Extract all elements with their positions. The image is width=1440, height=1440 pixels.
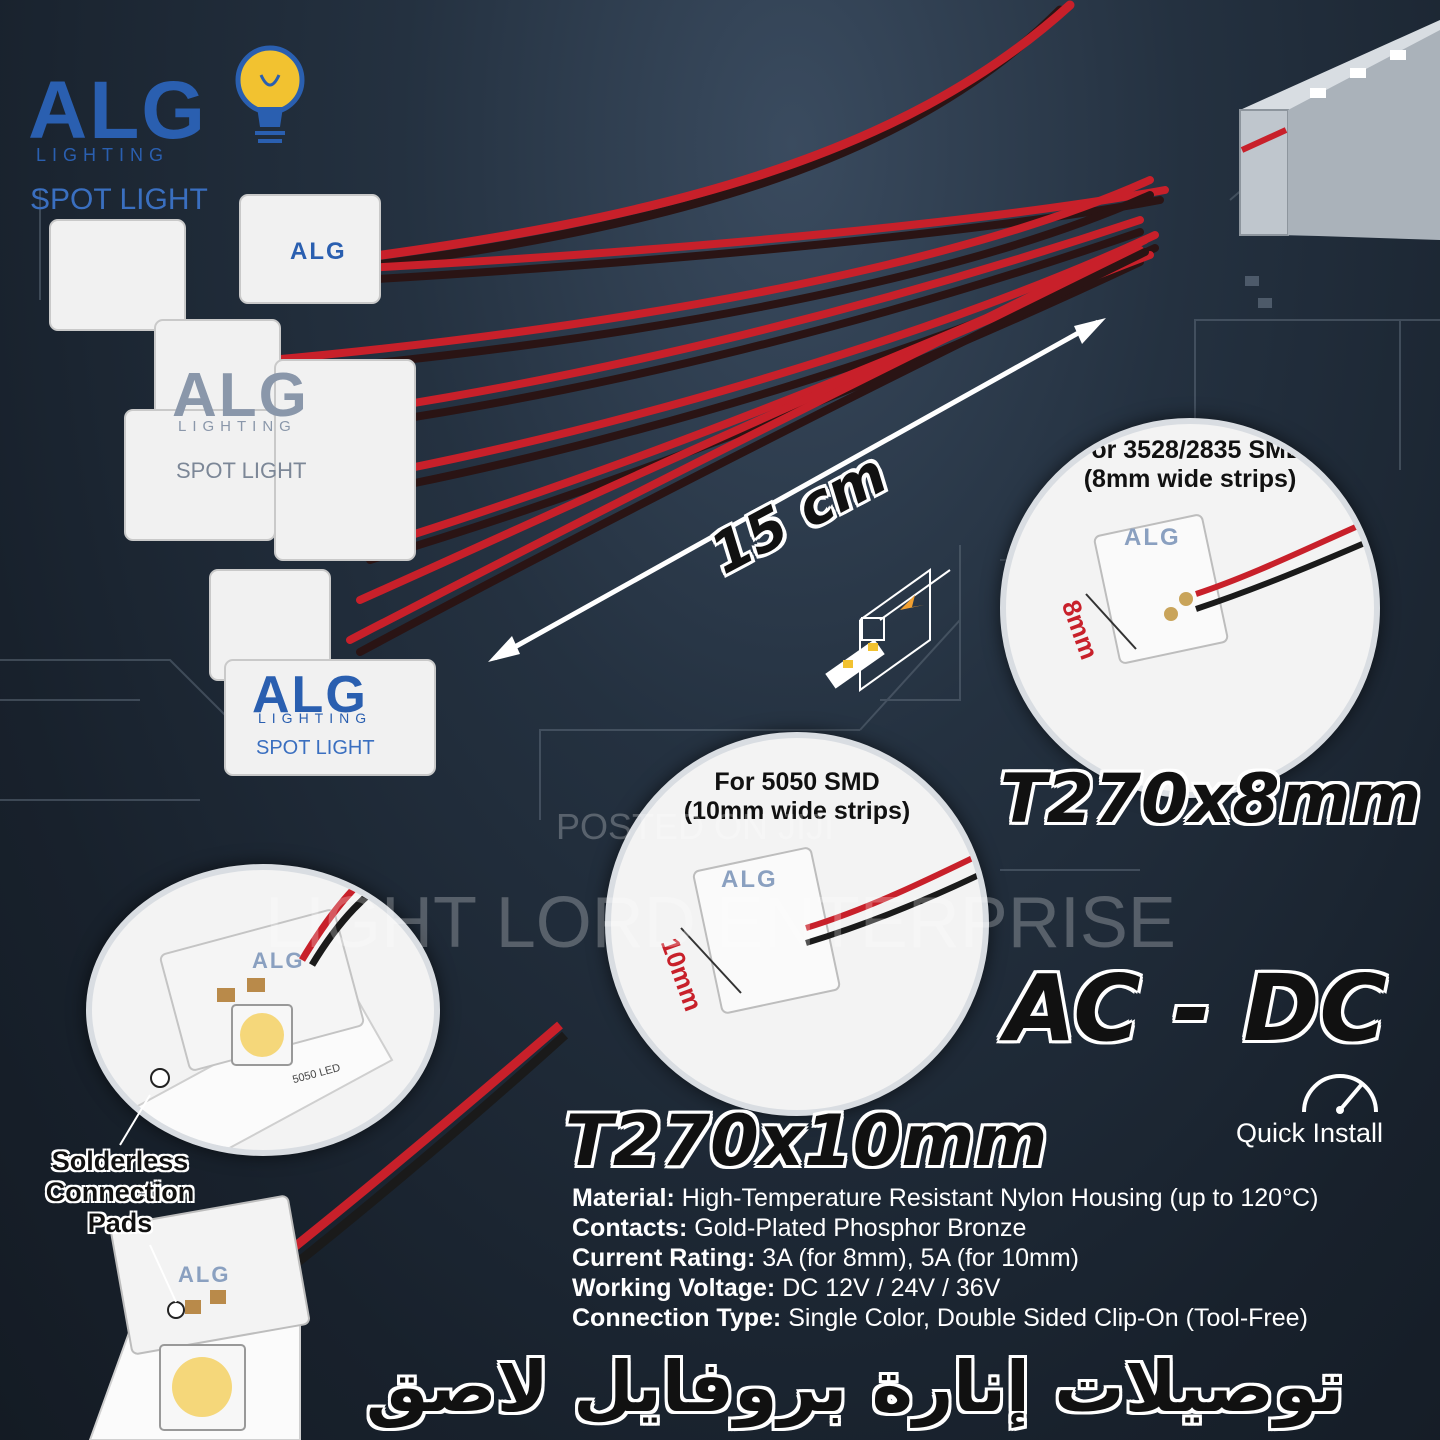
arabic-title: توصيلات إنارة بروفايل لاصق <box>365 1346 1345 1428</box>
strip-detail-drawing <box>110 870 395 1150</box>
solderless-line2: Connection <box>45 1177 195 1207</box>
brand-logo: ALG <box>28 65 208 156</box>
spec-current-value: 3A (for 8mm), 5A (for 10mm) <box>755 1244 1080 1272</box>
caption-10mm-line2: (10mm wide strips) <box>683 797 911 825</box>
watermark-shop: LIGHT LORD ENTERPRISE <box>265 883 1176 963</box>
spec-connection-label: Connection Type: <box>572 1304 782 1332</box>
spec-contacts: Contacts: Gold-Plated Phosphor Bronze <box>572 1214 1026 1244</box>
bulb-icon <box>225 35 315 160</box>
clip-logo-mid-sub: LIGHTING <box>178 418 297 435</box>
speedometer-icon <box>1298 1066 1382 1121</box>
spec-current-label: Current Rating: <box>572 1244 756 1272</box>
clip-tagline-mid: SPOT LIGHT <box>176 458 307 483</box>
watermark-posted: POSTED ON JIJI <box>556 806 835 847</box>
circle-detail-strip: ALG 5050 LED <box>86 864 440 1156</box>
clip-8mm-logo: ALG <box>1124 524 1181 551</box>
caption-8mm-line1: For 3528/2835 SMD <box>1076 436 1304 464</box>
clip-logo-bottom: ALG <box>252 666 368 724</box>
spec-connection: Connection Type: Single Color, Double Si… <box>572 1304 1308 1334</box>
spec-connection-value: Single Color, Double Sided Clip-On (Tool… <box>781 1304 1308 1332</box>
clip-logo-small: ALG <box>290 238 347 265</box>
strip-clip-logo: ALG <box>252 948 305 973</box>
spec-contacts-label: Contacts: <box>572 1214 688 1242</box>
model-10mm-label: T270x10mm <box>565 1100 1048 1182</box>
spec-material-label: Material: <box>572 1184 675 1212</box>
solderless-line1: Solderless <box>51 1146 189 1176</box>
model-8mm-label: T270x8mm <box>1000 760 1422 839</box>
brand-tagline: SPOT LIGHT <box>30 183 208 216</box>
clip-10mm-logo: ALG <box>721 866 778 893</box>
brand-logo-sub: LIGHTING <box>36 145 170 165</box>
clip-8mm-drawing <box>1085 514 1374 664</box>
strip-bottom-clip-logo: ALG <box>178 1262 231 1287</box>
caption-10mm-line1: For 5050 SMD <box>714 768 880 796</box>
circle-detail-8mm: For 3528/2835 SMD (8mm wide strips) ALG … <box>1000 418 1380 798</box>
clip-tagline-bottom: SPOT LIGHT <box>256 737 375 759</box>
clip-logo-mid: ALG <box>172 361 309 430</box>
power-type-label: AC - DC <box>1005 955 1388 1062</box>
spec-material-value: High-Temperature Resistant Nylon Housing… <box>674 1184 1319 1212</box>
spec-material: Material: High-Temperature Resistant Nyl… <box>572 1184 1318 1214</box>
quick-install-label: Quick Install <box>1236 1118 1384 1148</box>
solderless-line3: Pads <box>87 1208 153 1238</box>
spec-contacts-value: Gold-Plated Phosphor Bronze <box>687 1214 1027 1242</box>
spec-voltage: Working Voltage: DC 12V / 24V / 36V <box>572 1274 1000 1304</box>
caption-8mm-line2: (8mm wide strips) <box>1083 465 1297 493</box>
spec-voltage-label: Working Voltage: <box>572 1274 776 1302</box>
clip-10mm-drawing <box>680 847 983 1014</box>
spec-current: Current Rating: 3A (for 8mm), 5A (for 10… <box>572 1244 1079 1274</box>
spec-voltage-value: DC 12V / 24V / 36V <box>775 1274 1001 1302</box>
circle-detail-10mm: For 5050 SMD (10mm wide strips) ALG 10mm <box>605 732 989 1116</box>
solderless-pads-label: Solderless Connection Pads <box>30 1146 210 1239</box>
clip-logo-bottom-sub: LIGHTING <box>258 710 373 726</box>
